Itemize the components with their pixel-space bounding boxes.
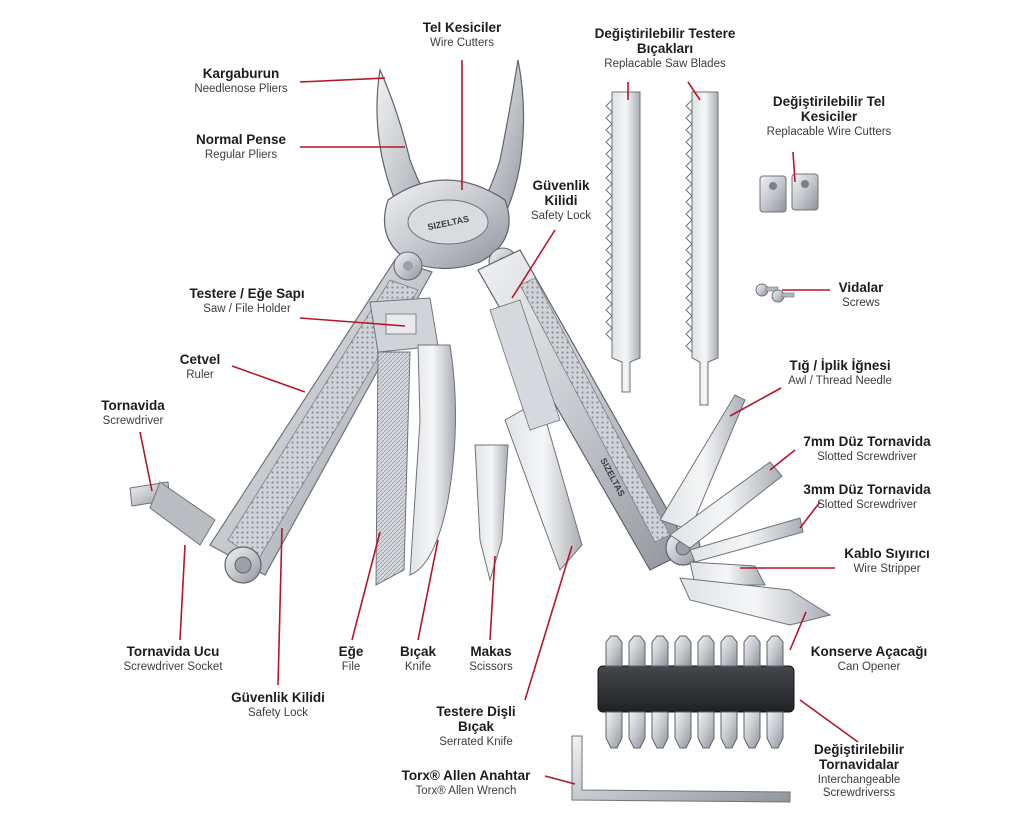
bit-top bbox=[628, 635, 646, 667]
right-fan-tools bbox=[659, 394, 832, 626]
bit-bottom bbox=[743, 711, 761, 749]
bit-top bbox=[605, 635, 623, 667]
bit-top bbox=[674, 635, 692, 667]
scissors-shape bbox=[474, 444, 509, 582]
file-shape bbox=[375, 351, 411, 586]
bit-bottom bbox=[674, 711, 692, 749]
bit-bottom bbox=[697, 711, 715, 749]
bit-bottom bbox=[766, 711, 784, 749]
saw-holder-plate bbox=[369, 297, 439, 353]
awl-shape bbox=[659, 394, 746, 531]
replaceable-cutters-parts bbox=[759, 173, 819, 213]
knife-shape bbox=[409, 344, 457, 576]
slotted-3mm-shape bbox=[689, 517, 804, 563]
bit-holder bbox=[597, 635, 795, 749]
bit-bottom bbox=[720, 711, 738, 749]
torx-wrench-part bbox=[571, 735, 791, 803]
bit-top bbox=[766, 635, 784, 667]
bit-bottom bbox=[605, 711, 623, 749]
screws-parts bbox=[755, 283, 795, 303]
saw-blades bbox=[605, 91, 719, 406]
bit-top bbox=[743, 635, 761, 667]
can-opener-shape bbox=[679, 577, 832, 626]
pliers-head: SIZELTAS bbox=[376, 59, 525, 281]
bit-top bbox=[697, 635, 715, 667]
right-handle: SIZELTAS bbox=[477, 249, 701, 571]
bit-bottom bbox=[628, 711, 646, 749]
bit-top bbox=[720, 635, 738, 667]
bit-bottom bbox=[651, 711, 669, 749]
bit-top bbox=[651, 635, 669, 667]
slotted-7mm-shape bbox=[669, 461, 783, 549]
leader-lines bbox=[139, 60, 859, 785]
